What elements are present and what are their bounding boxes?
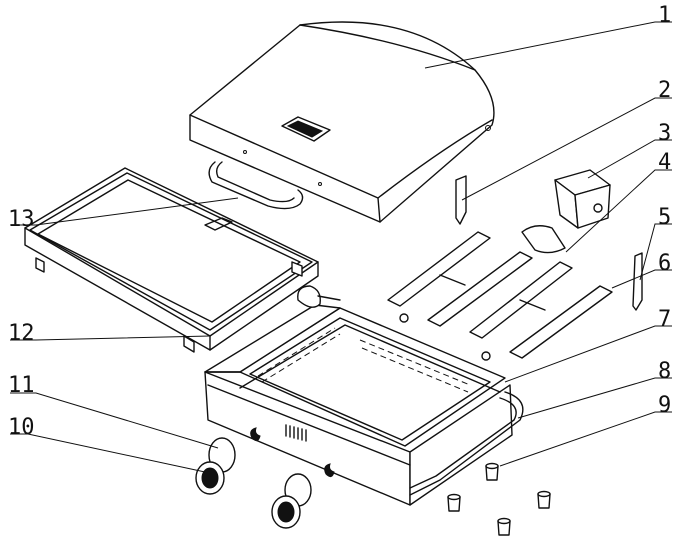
part-label-13: 13 (8, 207, 35, 232)
firebox (204, 285, 524, 506)
part-label-1: 1 (658, 3, 671, 28)
leader-lines (10, 21, 672, 473)
part-label-2: 2 (658, 78, 671, 103)
flame-icon (250, 427, 335, 478)
part-label-8: 8 (658, 359, 671, 384)
vent-slots (285, 424, 307, 442)
griddle-plate (24, 167, 319, 353)
part-label-4: 4 (658, 150, 671, 175)
part-label-9: 9 (658, 393, 671, 418)
lid-handle (208, 161, 304, 210)
part-label-7: 7 (658, 307, 671, 332)
grease-cup (554, 169, 611, 229)
heat-shield (521, 225, 566, 254)
part-numbers: 1 2 3 4 5 6 7 8 9 10 11 12 13 (8, 3, 671, 440)
lid (189, 21, 495, 223)
brand-badge (281, 116, 331, 142)
burner-tubes (387, 231, 613, 361)
part-label-5: 5 (658, 205, 671, 230)
part-label-10: 10 (8, 415, 35, 440)
part-label-11: 11 (8, 373, 35, 398)
rubber-foot (447, 462, 551, 536)
part-label-6: 6 (658, 251, 671, 276)
control-knob (195, 437, 312, 529)
part-label-3: 3 (658, 121, 671, 146)
bracket (455, 175, 643, 311)
part-label-12: 12 (8, 321, 35, 346)
